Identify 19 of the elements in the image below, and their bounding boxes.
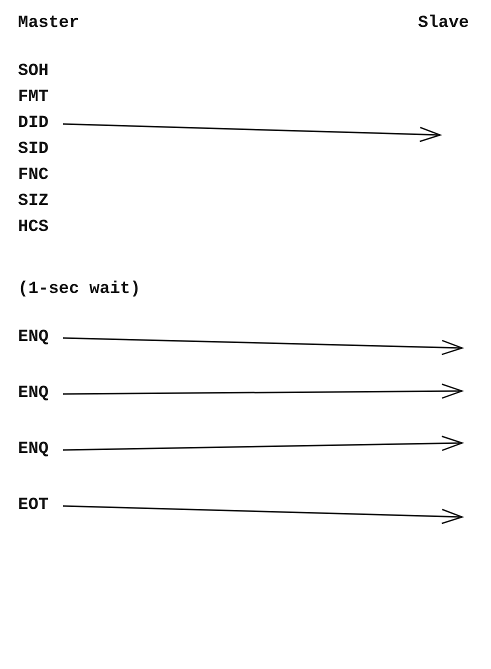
message-name: ENQ — [18, 440, 49, 460]
message-name: ENQ — [18, 328, 49, 348]
field-name: SID — [18, 140, 49, 160]
field-name: HCS — [18, 218, 49, 238]
field-name: FNC — [18, 166, 49, 186]
field-name: SOH — [18, 62, 49, 82]
message-name: EOT — [18, 496, 49, 516]
arrow — [62, 337, 463, 356]
field-name: FMT — [18, 88, 49, 108]
arrow — [62, 436, 463, 452]
arrow — [62, 505, 463, 524]
arrow — [62, 123, 441, 142]
message-name: ENQ — [18, 384, 49, 404]
arrow — [63, 383, 463, 399]
column-heading: Slave — [418, 14, 470, 34]
message-name: DID — [18, 114, 49, 134]
column-heading: Master — [18, 14, 80, 34]
note-text: (1-sec wait) — [18, 280, 140, 300]
field-name: SIZ — [18, 192, 49, 212]
